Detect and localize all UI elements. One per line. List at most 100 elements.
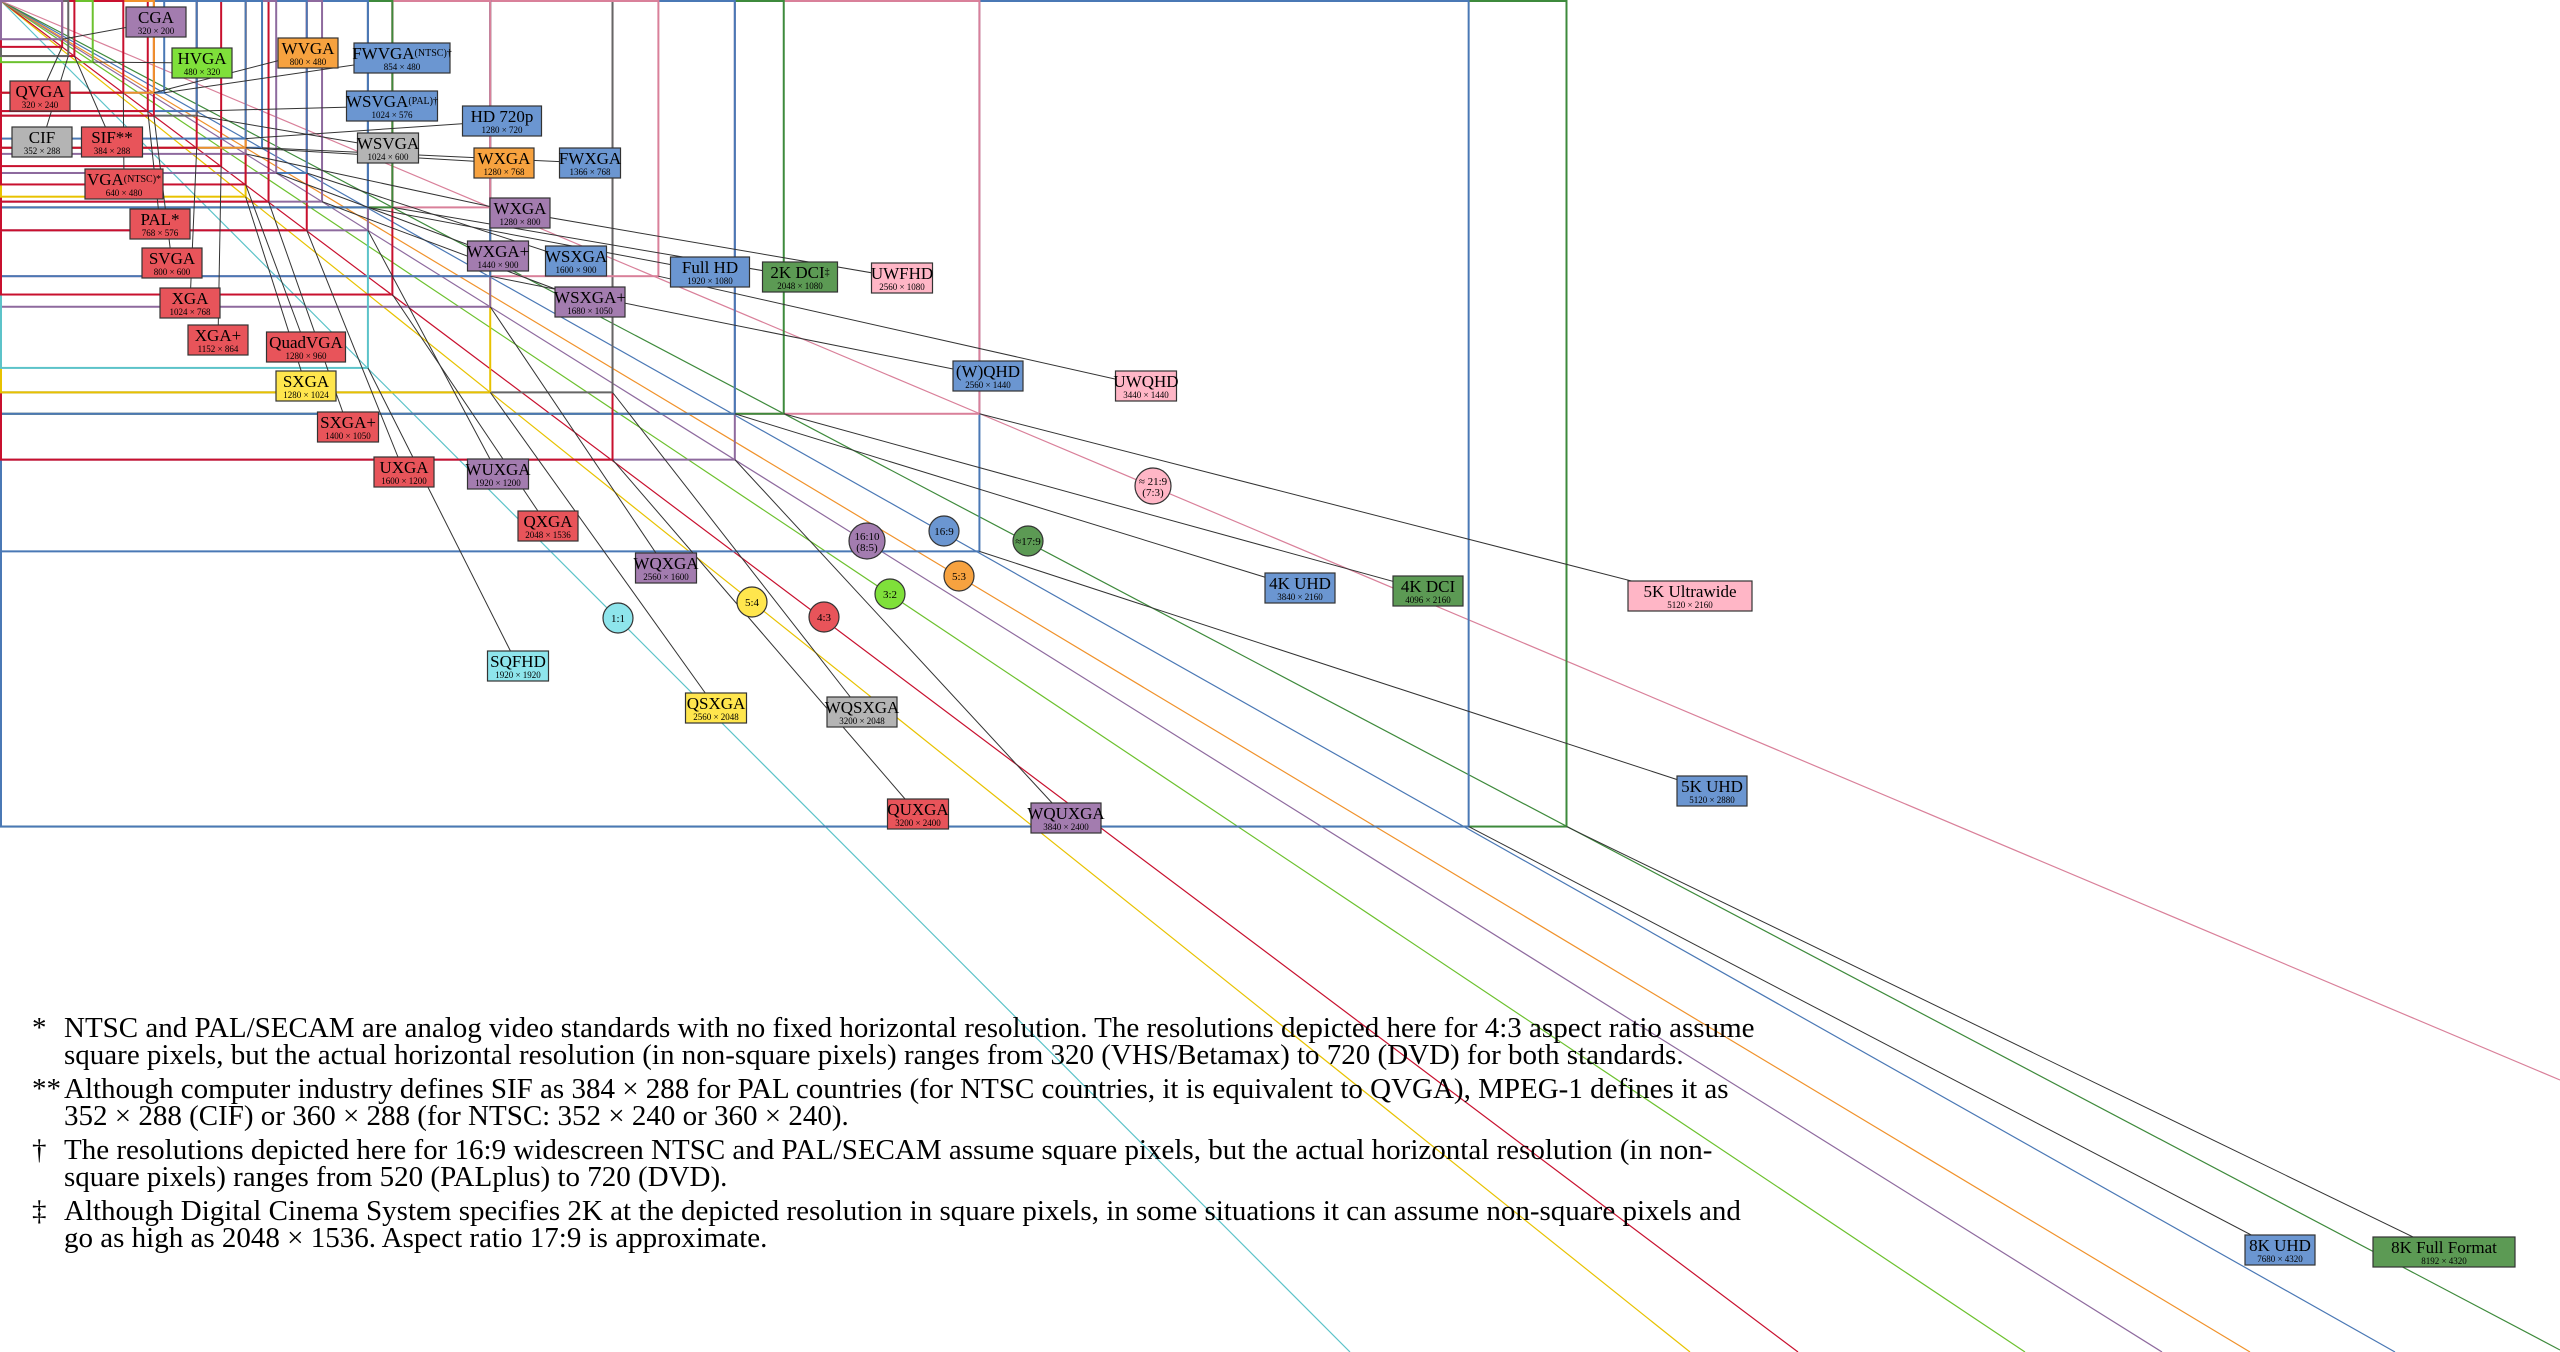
ratio-line xyxy=(0,0,1691,1352)
resolution-value: 3440 × 1440 xyxy=(1123,390,1169,400)
resolution-label-box xyxy=(275,370,337,402)
resolution-value: 1440 × 900 xyxy=(477,260,519,270)
resolution-name: QSXGA xyxy=(687,694,746,713)
resolution-value: 2560 × 1600 xyxy=(643,572,689,582)
resolution-value: 640 × 480 xyxy=(106,188,143,198)
resolution-name: WSXGA+ xyxy=(554,288,626,307)
resolution-rect xyxy=(0,0,64,41)
resolution-name: 4K UHD xyxy=(1269,574,1331,593)
resolution-label-box xyxy=(634,552,698,584)
resolution-value: 7680 × 4320 xyxy=(2257,1254,2303,1264)
ratio-line xyxy=(0,0,1351,1352)
resolution-value: 1280 × 960 xyxy=(285,351,327,361)
leader-line xyxy=(1468,826,2281,1251)
resolution-value: 1600 × 900 xyxy=(555,265,597,275)
resolution-value: 5120 × 2160 xyxy=(1667,600,1713,610)
resolution-name: CGA xyxy=(138,8,175,27)
ratio-label: 16:10 xyxy=(854,531,880,543)
resolution-label-box xyxy=(952,360,1024,392)
resolution-label-box xyxy=(554,286,626,318)
resolution-name: 5K UHD xyxy=(1681,777,1743,796)
resolution-value: 1680 × 1050 xyxy=(567,306,613,316)
resolution-label-box xyxy=(141,247,203,279)
resolution-name: XGA+ xyxy=(195,326,241,345)
ratio-label: 5:4 xyxy=(745,597,760,609)
ratio-sublabel: (7:3) xyxy=(1142,487,1164,499)
ratio-label: 3:2 xyxy=(883,589,897,601)
resolution-name: CIF xyxy=(29,128,55,147)
footnote-ntsc-pal: * NTSC and PAL/SECAM are analog video st… xyxy=(30,1014,1770,1070)
resolution-name: 5K Ultrawide xyxy=(1643,582,1736,601)
leader-line xyxy=(734,459,1067,819)
ratio-label: 16:9 xyxy=(934,526,954,538)
leader-line xyxy=(367,206,711,273)
resolution-footnote-mark: ‡ xyxy=(825,267,830,278)
resolution-label-box xyxy=(1114,370,1178,402)
footnote-mark: ** xyxy=(32,1073,61,1105)
leader-line xyxy=(734,413,1301,589)
resolution-name: QXGA xyxy=(523,512,573,531)
resolution-name: QuadVGA xyxy=(269,333,343,352)
resolution-name: WSVGA(PAL)† xyxy=(346,92,438,111)
resolution-name: SXGA+ xyxy=(320,413,376,432)
leader-line xyxy=(306,172,577,262)
resolution-value: 854 × 480 xyxy=(384,62,421,72)
resolution-name: WQSXGA xyxy=(825,698,900,717)
resolution-label-box xyxy=(544,245,608,277)
footnote-text: Although Digital Cinema System specifies… xyxy=(64,1195,1741,1254)
leader-line xyxy=(1566,826,2445,1253)
resolution-label-box xyxy=(1676,775,1748,807)
resolution-value: 2560 × 1440 xyxy=(965,380,1011,390)
resolution-value: 1920 × 1920 xyxy=(495,670,541,680)
ratio-label: 5:3 xyxy=(952,571,967,583)
resolution-label-box xyxy=(826,696,898,728)
resolution-footnote-mark: (NTSC)† xyxy=(415,48,452,59)
resolution-value: 3840 × 2400 xyxy=(1043,822,1089,832)
resolution-label-box xyxy=(870,262,934,294)
leader-line xyxy=(189,147,198,304)
resolution-name: 4K DCI xyxy=(1401,577,1456,596)
resolution-value: 1600 × 1200 xyxy=(381,476,427,486)
leader-line xyxy=(979,550,1713,792)
ratio-line xyxy=(0,0,2560,1081)
resolution-name: QVGA xyxy=(15,82,65,101)
leader-line xyxy=(783,413,1429,592)
resolution-label-box xyxy=(2372,1236,2516,1268)
resolution-name: Full HD xyxy=(682,258,738,277)
resolution-name: WQXGA xyxy=(633,554,699,573)
resolution-name: WVGA xyxy=(282,39,336,58)
footnote-mark: ‡ xyxy=(32,1195,47,1227)
ratio-marker xyxy=(874,578,906,610)
resolution-name: WSXGA xyxy=(545,247,608,266)
leader-line xyxy=(367,230,499,475)
footnote-sif: ** Although computer industry defines SI… xyxy=(30,1073,1770,1131)
resolution-name: FWVGA(NTSC)† xyxy=(352,44,452,63)
resolution-label-box xyxy=(373,456,435,488)
ratio-line xyxy=(0,0,2396,1352)
leader-line xyxy=(276,172,499,257)
resolution-label-box xyxy=(461,105,543,137)
resolution-value: 1280 × 768 xyxy=(483,167,525,177)
resolution-value: 1280 × 800 xyxy=(499,217,541,227)
resolution-name: QUXGA xyxy=(887,800,949,819)
resolution-label-box xyxy=(277,37,339,69)
footnotes: * NTSC and PAL/SECAM are analog video st… xyxy=(30,1014,1770,1259)
resolution-value: 8192 × 4320 xyxy=(2421,1256,2467,1266)
resolution-value: 2560 × 2048 xyxy=(693,712,739,722)
resolution-value: 1920 × 1200 xyxy=(475,478,521,488)
resolution-label-box xyxy=(486,650,550,682)
resolution-value: 4096 × 2160 xyxy=(1405,595,1451,605)
resolution-value: 1920 × 1080 xyxy=(687,276,733,286)
ratio-markers: 1:15:44:33:216:10(8:5)5:316:9≈17:9≈ 21:9… xyxy=(602,467,1172,634)
resolution-label-box xyxy=(84,168,164,200)
resolution-label-box xyxy=(886,798,950,830)
ratio-line xyxy=(0,0,2163,1352)
resolution-label-box xyxy=(265,331,347,363)
footnote-dci: ‡ Although Digital Cinema System specifi… xyxy=(30,1195,1770,1254)
leader-line xyxy=(612,459,919,815)
ratio-marker xyxy=(808,601,840,633)
resolution-label-box xyxy=(129,208,191,240)
leader-lines xyxy=(39,21,2445,1253)
